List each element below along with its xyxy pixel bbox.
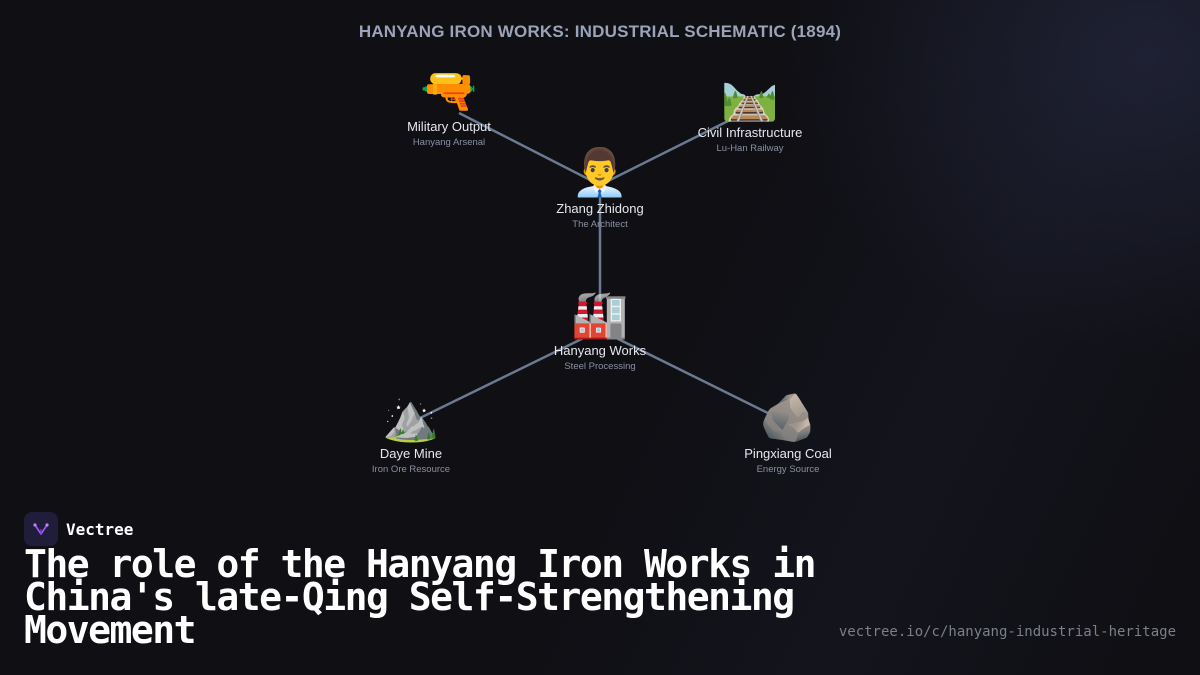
office-worker-icon: 👨‍💼	[571, 146, 629, 198]
node-sublabel: Energy Source	[756, 464, 820, 475]
vectree-logo-icon	[24, 512, 58, 546]
node-label: Daye Mine	[379, 446, 443, 461]
node-label: Pingxiang Coal	[744, 446, 832, 461]
node-sublabel: Hanyang Arsenal	[412, 137, 486, 148]
source-url[interactable]: vectree.io/c/hanyang-industrial-heritage	[838, 624, 1176, 640]
headline: The role of the Hanyang Iron Works in Ch…	[24, 542, 816, 652]
mountain-icon: ⛰️	[382, 391, 440, 443]
brand-name: Vectree	[66, 519, 134, 539]
water-pistol-icon: 🔫	[420, 64, 478, 116]
brand: Vectree	[24, 512, 133, 546]
diagram-title: HANYANG IRON WORKS: INDUSTRIAL SCHEMATIC…	[358, 22, 842, 41]
edge-works-daye	[419, 328, 601, 420]
railway-track-icon: 🛤️	[721, 70, 779, 122]
node-sublabel: The Architect	[572, 219, 628, 230]
node-sublabel: Iron Ore Resource	[371, 464, 451, 475]
node-label: Civil Infrastructure	[697, 125, 803, 140]
edge-civil-zhang	[599, 111, 745, 187]
node-sublabel: Lu-Han Railway	[716, 143, 784, 154]
edge-works-pingxiang	[599, 328, 779, 420]
node-label: Hanyang Works	[553, 343, 647, 358]
factory-icon: 🏭	[571, 288, 629, 340]
node-sublabel: Steel Processing	[564, 361, 636, 372]
rock-icon: 🪨	[759, 391, 817, 443]
node-label: Zhang Zhidong	[556, 201, 644, 216]
edge-military-zhang	[458, 111, 601, 187]
node-label: Military Output	[407, 119, 491, 134]
